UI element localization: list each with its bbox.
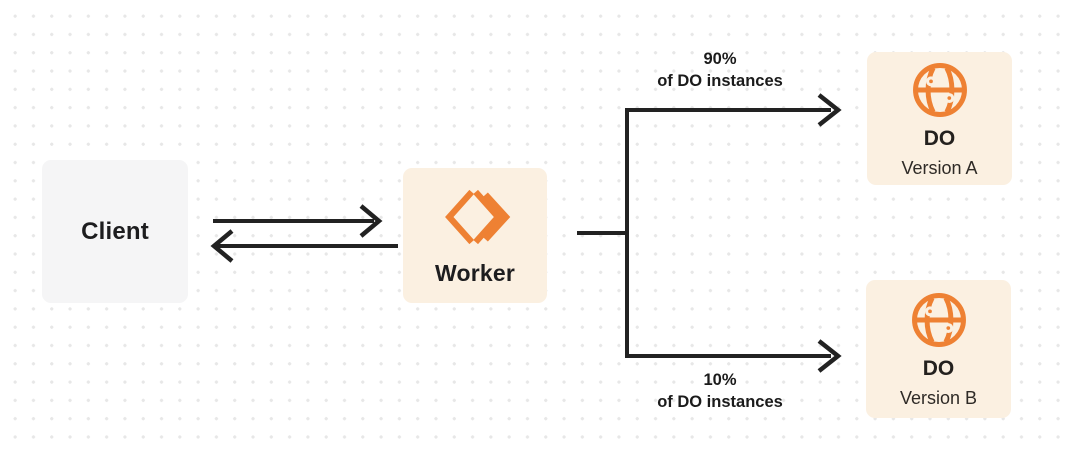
- globe-icon: [908, 289, 970, 351]
- do-b-subtitle: Version B: [899, 388, 978, 408]
- do-version-b-node: DO Version B: [866, 280, 1011, 418]
- do-version-a-node: DO Version A: [867, 52, 1012, 185]
- arrow-to-do-b-head: [817, 339, 842, 373]
- do-b-title: DO: [922, 357, 955, 380]
- worker-label: Worker: [434, 260, 516, 286]
- client-label: Client: [81, 217, 149, 245]
- worker-to-client-arrowhead: [210, 229, 234, 263]
- edge-label-90pct-caption: of DO instances: [657, 72, 783, 90]
- do-a-subtitle: Version A: [901, 157, 978, 178]
- globe-icon: [909, 59, 971, 121]
- worker-node: Worker: [403, 168, 547, 303]
- client-to-worker-arrowhead: [359, 204, 383, 238]
- edge-label-10pct-caption: of DO instances: [657, 393, 783, 411]
- arrow-to-do-a-head: [817, 93, 842, 127]
- split-trunk: [625, 108, 831, 358]
- client-node: Client: [42, 160, 188, 303]
- workers-icon: [437, 184, 513, 250]
- edge-label-90pct-value: 90%: [703, 50, 737, 68]
- edge-label-10pct-value: 10%: [703, 371, 737, 389]
- edge-label-10pct: 10% of DO instances: [628, 369, 812, 413]
- do-a-title: DO: [923, 126, 956, 150]
- edge-label-90pct: 90% of DO instances: [628, 48, 812, 92]
